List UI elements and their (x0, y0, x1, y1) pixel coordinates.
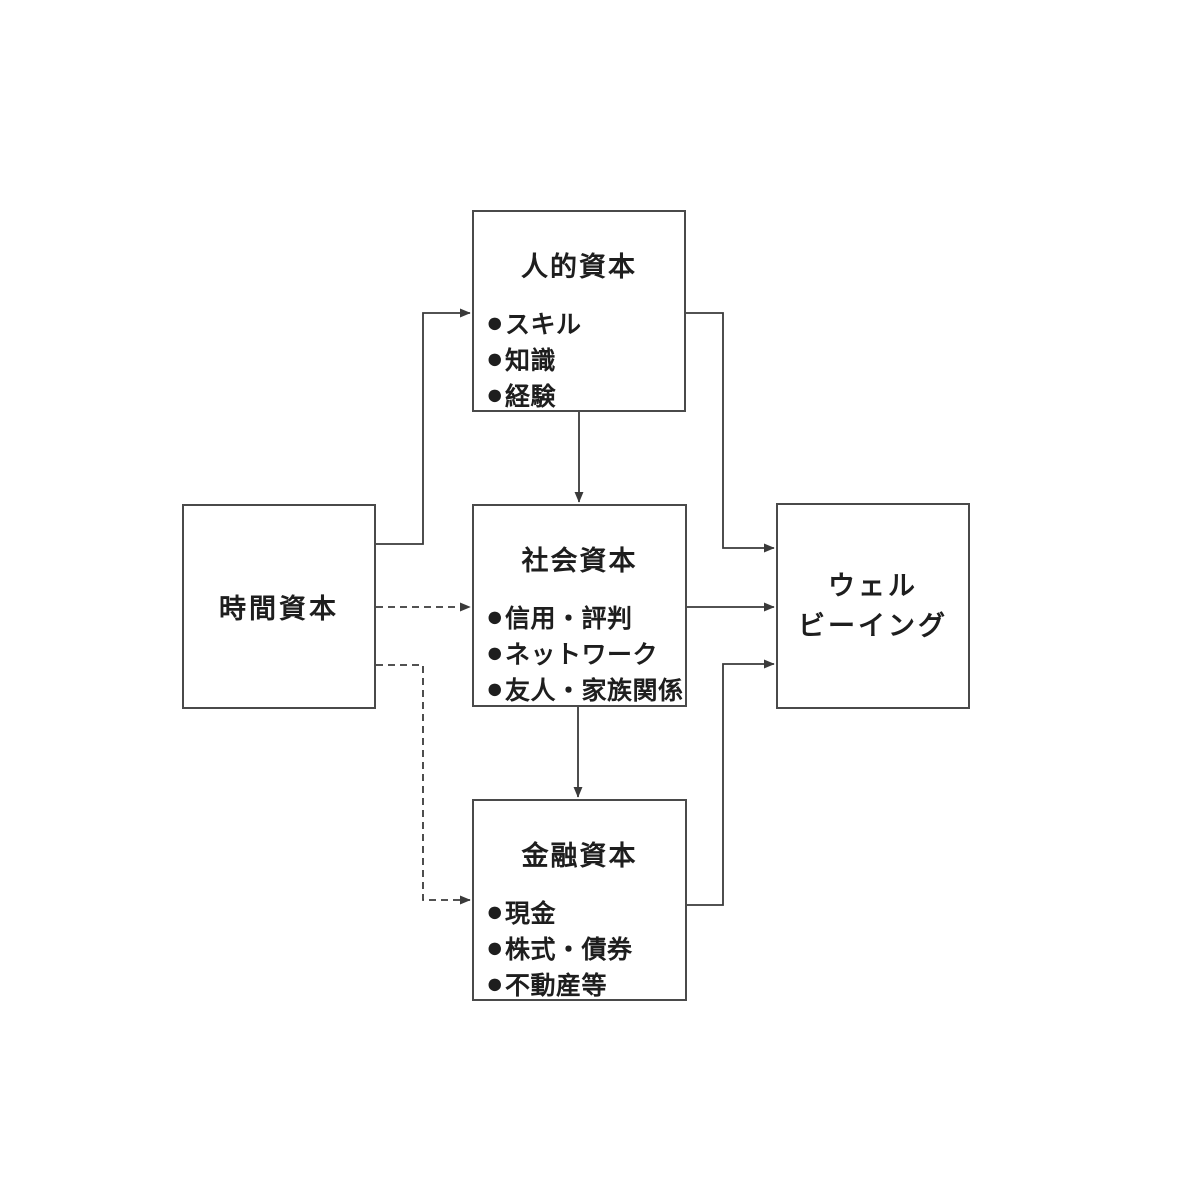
financial-capital-title: 金融資本 (521, 841, 638, 871)
node-wellbeing: ウェル ビーイング (776, 503, 970, 709)
bullet-icon: ● (486, 967, 505, 1000)
node-human-capital: 人的資本 ● スキル ● 知識 ● 経験 (472, 210, 686, 412)
item-label: ネットワーク (505, 641, 659, 669)
time-capital-title: 時間資本 (219, 594, 339, 624)
list-item: ● スキル (486, 305, 684, 341)
bullet-icon: ● (486, 306, 505, 339)
node-financial-capital: 金融資本 ● 現金 ● 株式・債券 ● 不動産等 (472, 799, 687, 1001)
social-capital-title: 社会資本 (521, 546, 638, 576)
edge-time-to-financial (376, 664, 471, 905)
human-capital-items: ● スキル ● 知識 ● 経験 (474, 305, 684, 413)
item-label: 友人・家族関係 (505, 677, 684, 705)
node-time-capital: 時間資本 (182, 504, 376, 709)
bullet-icon: ● (486, 378, 505, 411)
list-item: ● 知識 (486, 341, 684, 377)
list-item: ● 株式・債券 (486, 930, 685, 966)
list-item: ● 不動産等 (486, 966, 685, 1002)
list-item: ● 友人・家族関係 (486, 671, 685, 707)
list-item: ● 信用・評判 (486, 599, 685, 635)
list-item: ● 現金 (486, 894, 685, 930)
node-social-capital: 社会資本 ● 信用・評判 ● ネットワーク ● 友人・家族関係 (472, 504, 687, 707)
bullet-icon: ● (486, 672, 505, 705)
list-item: ● ネットワーク (486, 635, 685, 671)
bullet-icon: ● (486, 636, 505, 669)
bullet-icon: ● (486, 931, 505, 964)
item-label: 不動産等 (505, 972, 608, 1000)
edge-financial-to-wellbeing (687, 659, 775, 906)
human-capital-title: 人的資本 (521, 252, 637, 282)
item-label: 信用・評判 (505, 605, 633, 633)
edge-human-to-wellbeing (686, 312, 775, 553)
financial-capital-items: ● 現金 ● 株式・債券 ● 不動産等 (474, 894, 685, 1002)
item-label: 経験 (505, 383, 557, 411)
wellbeing-title-line1: ウェル (828, 571, 918, 601)
item-label: 株式・債券 (505, 936, 633, 964)
wellbeing-title: ウェル ビーイング (778, 505, 968, 707)
edge-time-to-human (376, 308, 471, 545)
wellbeing-title-line2: ビーイング (798, 611, 948, 641)
item-label: 現金 (505, 900, 557, 928)
item-label: スキル (505, 311, 582, 339)
social-capital-items: ● 信用・評判 ● ネットワーク ● 友人・家族関係 (474, 599, 685, 707)
bullet-icon: ● (486, 342, 505, 375)
bullet-icon: ● (486, 600, 505, 633)
bullet-icon: ● (486, 895, 505, 928)
item-label: 知識 (505, 347, 557, 375)
list-item: ● 経験 (486, 377, 684, 413)
